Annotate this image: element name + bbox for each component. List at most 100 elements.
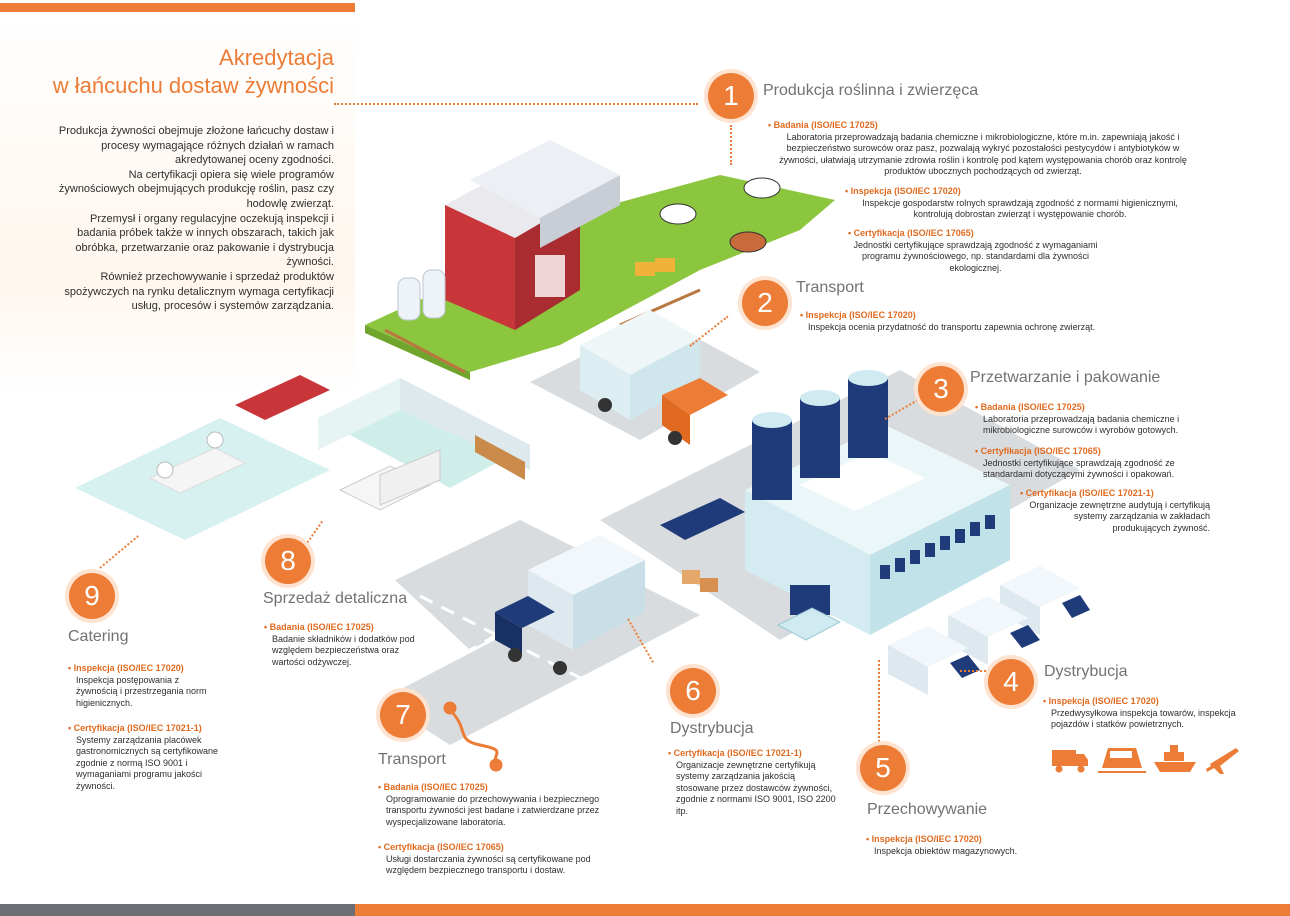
item-text: Przedwysyłkowa inspekcja towarów, inspek… [1051, 707, 1236, 730]
connector-1-down [730, 125, 732, 165]
item-text: Inspekcja ocenia przydatność do transpor… [808, 321, 1096, 332]
bottom-bar-gray [0, 904, 355, 916]
bottom-bar-orange [355, 904, 1290, 916]
item-label: Badania (ISO/IEC 17025) [975, 402, 1215, 414]
section-title-3: Przetwarzanie i pakowanie [970, 369, 1161, 386]
conveyor [660, 498, 745, 592]
section-3-item-2: Certyfikacja (ISO/IEC 17065) Jednostki c… [975, 446, 1195, 481]
item-text: Jednostki certyfikujące sprawdzają zgodn… [983, 457, 1175, 480]
connector-5 [878, 660, 880, 742]
item-text: Oprogramowanie do przechowywania i bezpi… [386, 793, 600, 827]
connector-2 [689, 315, 729, 347]
section-8-item-1: Badania (ISO/IEC 17025) Badanie składnik… [264, 622, 434, 668]
section-9-item-1: Inspekcja (ISO/IEC 17020) Inspekcja post… [68, 663, 218, 709]
farm-ground [365, 175, 835, 372]
page-title-line1: Akredytacja [219, 45, 334, 70]
section-1-item-1: Badania (ISO/IEC 17025) Laboratoria prze… [768, 120, 1198, 178]
item-label: Certyfikacja (ISO/IEC 17065) [975, 446, 1195, 458]
item-text: Systemy zarządzania placówek gastronomic… [76, 734, 219, 791]
section-7-item-2: Certyfikacja (ISO/IEC 17065) Usługi dost… [378, 842, 628, 877]
connector-3 [884, 399, 919, 420]
section-3-item-1: Badania (ISO/IEC 17025) Laboratoria prze… [975, 402, 1215, 437]
step-badge-5: 5 [860, 745, 906, 791]
step-badge-2: 2 [742, 280, 788, 326]
section-title-7: Transport [378, 751, 446, 768]
intro-paragraph: Przemysł i organy regulacyjne oczekują i… [75, 212, 334, 269]
section-9-item-2: Certyfikacja (ISO/IEC 17021-1) Systemy z… [68, 723, 238, 793]
top-accent-bar [0, 3, 355, 12]
item-label: Certyfikacja (ISO/IEC 17021-1) [668, 748, 838, 760]
fence [384, 288, 701, 374]
item-text: Inspekcja obiektów magazynowych. [874, 845, 1018, 856]
item-label: Certyfikacja (ISO/IEC 17065) [378, 842, 628, 854]
item-text: Laboratoria przeprowadzają badania chemi… [779, 131, 1187, 177]
connector-title-to-1 [334, 103, 698, 105]
item-label: Inspekcja (ISO/IEC 17020) [845, 186, 1195, 198]
item-label: Certyfikacja (ISO/IEC 17021-1) [1020, 488, 1210, 500]
item-text: Badanie składników i dodatków pod względ… [272, 633, 415, 667]
item-label: Inspekcja (ISO/IEC 17020) [1043, 696, 1253, 708]
cows [659, 177, 781, 253]
item-label: Badania (ISO/IEC 17025) [768, 120, 1198, 132]
item-text: Laboratoria przeprowadzają badania chemi… [983, 413, 1180, 436]
farm-silos [397, 269, 446, 321]
transport-icons [1052, 745, 1239, 774]
item-label: Certyfikacja (ISO/IEC 17065) [848, 228, 1103, 240]
section-1-item-2: Inspekcja (ISO/IEC 17020) Inspekcje gosp… [845, 186, 1195, 221]
step-badge-9: 9 [69, 573, 115, 619]
intro-panel-background [0, 12, 355, 392]
item-label: Certyfikacja (ISO/IEC 17021-1) [68, 723, 238, 735]
section-1-item-3: Certyfikacja (ISO/IEC 17065) Jednostki c… [848, 228, 1103, 274]
truck-distribution-6 [495, 535, 645, 675]
catering-area [75, 375, 330, 540]
section-title-8: Sprzedaż detaliczna [263, 590, 408, 607]
section-title-4: Dystrybucja [1044, 663, 1128, 680]
section-7-item-1: Badania (ISO/IEC 17025) Oprogramowanie d… [378, 782, 628, 828]
step-badge-7: 7 [380, 692, 426, 738]
item-label: Inspekcja (ISO/IEC 17020) [68, 663, 218, 675]
ship-icon [1154, 745, 1196, 772]
step-badge-1: 1 [708, 73, 754, 119]
item-text: Inspekcja postępowania z żywnością i prz… [76, 674, 207, 708]
intro-paragraph: Na certyfikacji opiera się wiele program… [58, 168, 334, 210]
route-icon [443, 701, 503, 772]
section-title-1: Produkcja roślinna i zwierzęca [763, 82, 979, 99]
section-5-item-1: Inspekcja (ISO/IEC 17020) Inspekcja obie… [866, 834, 1066, 857]
item-text: Inspekcje gospodarstw rolnych sprawdzają… [862, 197, 1178, 220]
item-text: Organizacje zewnętrzne audytują i certyf… [1029, 499, 1210, 533]
section-title-6: Dystrybucja [670, 720, 754, 737]
item-text: Usługi dostarczania żywności są certyfik… [386, 853, 591, 876]
connector-8 [304, 520, 324, 547]
intro-paragraph: Również przechowywanie i sprzedaż produk… [64, 270, 334, 313]
step-badge-8: 8 [265, 538, 311, 584]
page-title: Akredytacja w łańcuchu dostaw żywności [40, 44, 334, 100]
step-badge-3: 3 [918, 366, 964, 412]
item-text: Organizacje zewnętrzne certyfikują syste… [676, 759, 836, 816]
barn [445, 140, 620, 330]
section-title-2: Transport [796, 279, 864, 296]
section-4-item-1: Inspekcja (ISO/IEC 17020) Przedwysyłkowa… [1043, 696, 1253, 731]
section-2-item-1: Inspekcja (ISO/IEC 17020) Inspekcja ocen… [800, 310, 1140, 333]
page-title-line2: w łańcuchu dostaw żywności [52, 73, 334, 98]
retail-store [318, 378, 530, 511]
truck-icon [1052, 750, 1088, 773]
hay-bales [635, 258, 675, 276]
intro-paragraph: Produkcja żywności obejmuje złożone łańc… [58, 125, 334, 167]
factory [745, 370, 1010, 635]
road-markings [419, 594, 601, 690]
section-title-9: Catering [68, 628, 129, 645]
step-badge-6: 6 [670, 668, 716, 714]
item-label: Inspekcja (ISO/IEC 17020) [866, 834, 1066, 846]
section-title-5: Przechowywanie [867, 801, 988, 818]
factory-tanks [752, 370, 888, 500]
connector-6 [627, 618, 654, 663]
item-text: Jednostki certyfikujące sprawdzają zgodn… [853, 239, 1098, 273]
pallets [776, 607, 842, 641]
section-6-item-1: Certyfikacja (ISO/IEC 17021-1) Organizac… [668, 748, 838, 818]
truck-transport-2 [580, 310, 728, 445]
item-label: Inspekcja (ISO/IEC 17020) [800, 310, 1140, 322]
connector-4 [960, 670, 990, 672]
section-3-item-3: Certyfikacja (ISO/IEC 17021-1) Organizac… [1020, 488, 1210, 534]
plane-icon [1206, 748, 1239, 774]
item-label: Badania (ISO/IEC 17025) [378, 782, 628, 794]
